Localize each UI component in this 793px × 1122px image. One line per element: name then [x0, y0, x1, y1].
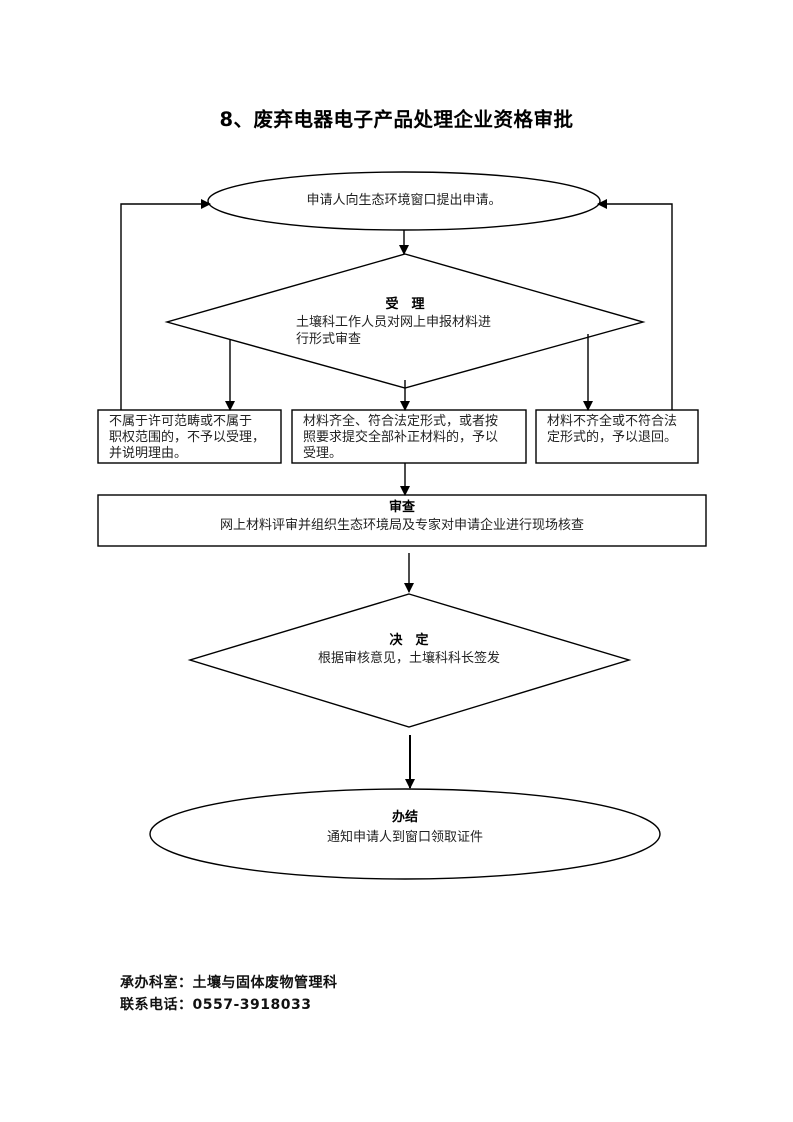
feedback-right	[597, 199, 673, 410]
review-text: 网上材料评审并组织生态环境局及专家对申请企业进行现场核查	[219, 518, 584, 533]
completion-heading: 办结	[391, 810, 418, 825]
completion-text: 通知申请人到窗口领取证件	[326, 830, 483, 845]
reject-text-line1: 不属于许可范畴或不属于	[109, 414, 253, 429]
accept-text-line3: 受理。	[303, 446, 343, 461]
reject-text: 不属于许可范畴或不属于 职权范围的，不予以受理， 并说明理由。	[109, 414, 279, 462]
accept-box	[291, 409, 527, 464]
decision-text: 根据审核意见，土壤科科长签发	[317, 651, 500, 666]
return-box	[535, 409, 699, 464]
acceptance-heading: 受 理	[385, 297, 425, 312]
reject-text-line3: 并说明理由。	[109, 446, 188, 461]
feedback-left	[120, 199, 211, 410]
review-heading: 审查	[388, 500, 415, 515]
reject-box	[97, 409, 282, 464]
page-title: 8、废弃电器电子产品处理企业资格审批	[219, 108, 574, 131]
acceptance-text-line1: 土壤科工作人员对网上申报材料进	[296, 315, 492, 330]
accept-text-line1: 材料齐全、符合法定形式，或者按	[303, 414, 499, 429]
decision-heading: 决 定	[389, 633, 429, 648]
start-text: 申请人向生态环境窗口提出申请。	[306, 193, 502, 208]
accept-text-line2: 照要求提交全部补正材料的，予以	[303, 430, 499, 445]
footer-department: 承办科室：土壤与固体废物管理科	[120, 975, 338, 991]
decision-diamond	[187, 593, 632, 728]
return-text-line2: 定形式的，予以退回。	[547, 430, 678, 445]
accept-text: 材料齐全、符合法定形式，或者按 照要求提交全部补正材料的，予以 受理。	[303, 414, 528, 462]
return-text-line1: 材料不齐全或不符合法	[547, 414, 678, 429]
completion-ellipse	[149, 788, 661, 880]
reject-text-line2: 职权范围的，不予以受理，	[109, 430, 266, 445]
return-text: 材料不齐全或不符合法 定形式的，予以退回。	[547, 414, 697, 446]
acceptance-text-line2: 行形式审查	[296, 332, 362, 347]
footer-phone: 联系电话：0557-3918033	[120, 997, 312, 1013]
review-box	[97, 494, 707, 547]
